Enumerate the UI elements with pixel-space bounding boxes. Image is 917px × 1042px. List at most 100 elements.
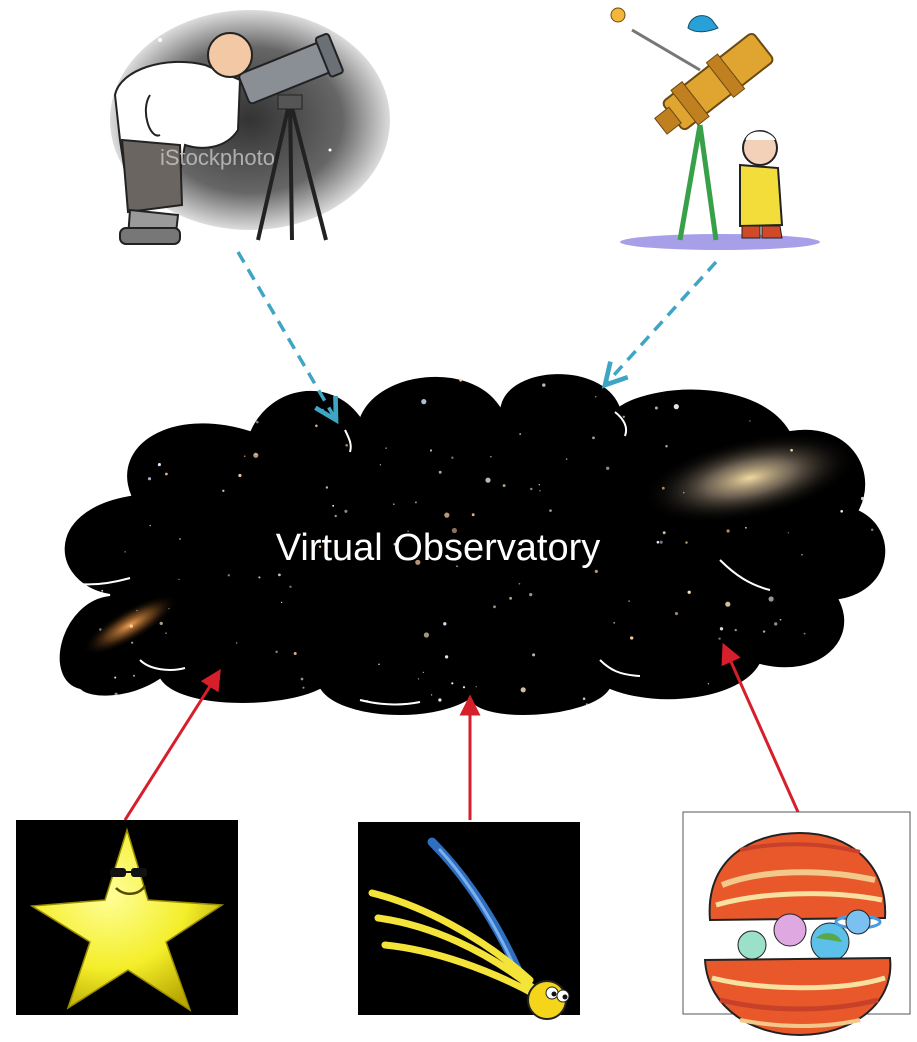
star-dot [165, 632, 167, 634]
star-dot [493, 605, 496, 609]
star-dot [459, 378, 463, 382]
star-dot [870, 599, 874, 602]
star-dot [289, 585, 292, 588]
star-dot [302, 686, 305, 689]
spiral-galaxy [642, 432, 858, 524]
star-dot [332, 504, 335, 507]
star-dot [77, 504, 81, 508]
star-dot [235, 642, 238, 644]
star-dot [136, 609, 138, 612]
star-dot [102, 493, 105, 496]
star-dot [293, 651, 297, 656]
star-dot [78, 396, 84, 402]
star-dot [417, 678, 420, 680]
star-dot [659, 540, 663, 544]
star-dot [519, 433, 522, 436]
star-dot [726, 529, 730, 533]
star-field [49, 369, 874, 713]
star-dot [253, 452, 259, 458]
star-dot [49, 527, 51, 529]
star-dot [755, 379, 758, 382]
star-dot [301, 379, 304, 382]
star-dot [366, 700, 369, 703]
star-dot [114, 692, 118, 696]
star-dot [300, 677, 304, 681]
star-dot [275, 650, 278, 654]
star-dot [628, 600, 630, 602]
star-dot [532, 653, 536, 657]
virtual-observatory-label: Virtual Observatory [276, 527, 601, 569]
star-dot [451, 682, 454, 685]
star-dot [438, 470, 442, 474]
star-dot [385, 447, 387, 449]
star-dot [790, 448, 793, 452]
star-dot [656, 540, 660, 544]
star-dot [520, 687, 526, 693]
star-dot [120, 417, 124, 422]
arrow-bottom-left [123, 669, 221, 821]
star-dot [347, 396, 349, 398]
star-dot [422, 671, 425, 674]
star-dot [159, 410, 163, 414]
star-dot [159, 621, 163, 626]
star-dot [594, 395, 597, 398]
star-dot [421, 399, 427, 405]
star-dot [808, 409, 812, 413]
star-dot [423, 632, 429, 638]
star-dot [687, 590, 691, 594]
star-dot [475, 686, 477, 688]
star-dot [222, 489, 225, 493]
star-dot [114, 676, 117, 679]
star-dot [665, 445, 668, 448]
star-dot [870, 528, 874, 531]
star-dot [832, 400, 834, 402]
star-dot [630, 636, 634, 640]
star-dot [124, 551, 126, 553]
star-dot [121, 475, 125, 479]
old-astronomer-telescope-icon [610, 7, 820, 250]
star-dot [856, 398, 858, 400]
star-dot [278, 573, 281, 577]
star-dot [685, 541, 688, 544]
star-dot [779, 618, 782, 621]
star-dot [830, 421, 832, 424]
star-dot [485, 477, 491, 483]
star-dot [725, 601, 731, 607]
star-dot [627, 376, 629, 379]
arrow-bottom-right [721, 642, 800, 813]
star-dot [661, 486, 665, 490]
star-dot [610, 693, 614, 697]
star-dot [768, 596, 774, 602]
edge-on-galaxy [81, 594, 179, 656]
star-dot [549, 509, 552, 512]
star-dot [542, 383, 546, 387]
star-dot [179, 538, 181, 540]
star-dot [318, 545, 322, 549]
star-dot [858, 431, 860, 433]
star-dot [227, 574, 230, 577]
star-dot [565, 458, 568, 460]
star-dot [518, 582, 521, 585]
star-dot [345, 443, 349, 447]
star-dot [718, 637, 721, 640]
star-dot [379, 464, 381, 466]
star-dot [430, 694, 433, 696]
star-dot [719, 627, 724, 631]
star-dot [803, 632, 806, 635]
star-dot [444, 655, 449, 659]
star-dot [393, 542, 397, 546]
star-dot [238, 473, 242, 478]
star-dot [315, 424, 318, 428]
star-dot [529, 592, 533, 597]
star-dot [443, 622, 447, 626]
star-dot [255, 453, 257, 456]
star-dot [168, 607, 170, 610]
star-dot [101, 589, 104, 592]
star-dot [186, 370, 187, 371]
star-dot [444, 512, 450, 518]
star-dot [393, 503, 395, 505]
star-dot [187, 369, 190, 372]
star-dot [322, 408, 324, 411]
upper-arrows [236, 251, 718, 420]
star-dot [157, 463, 161, 467]
